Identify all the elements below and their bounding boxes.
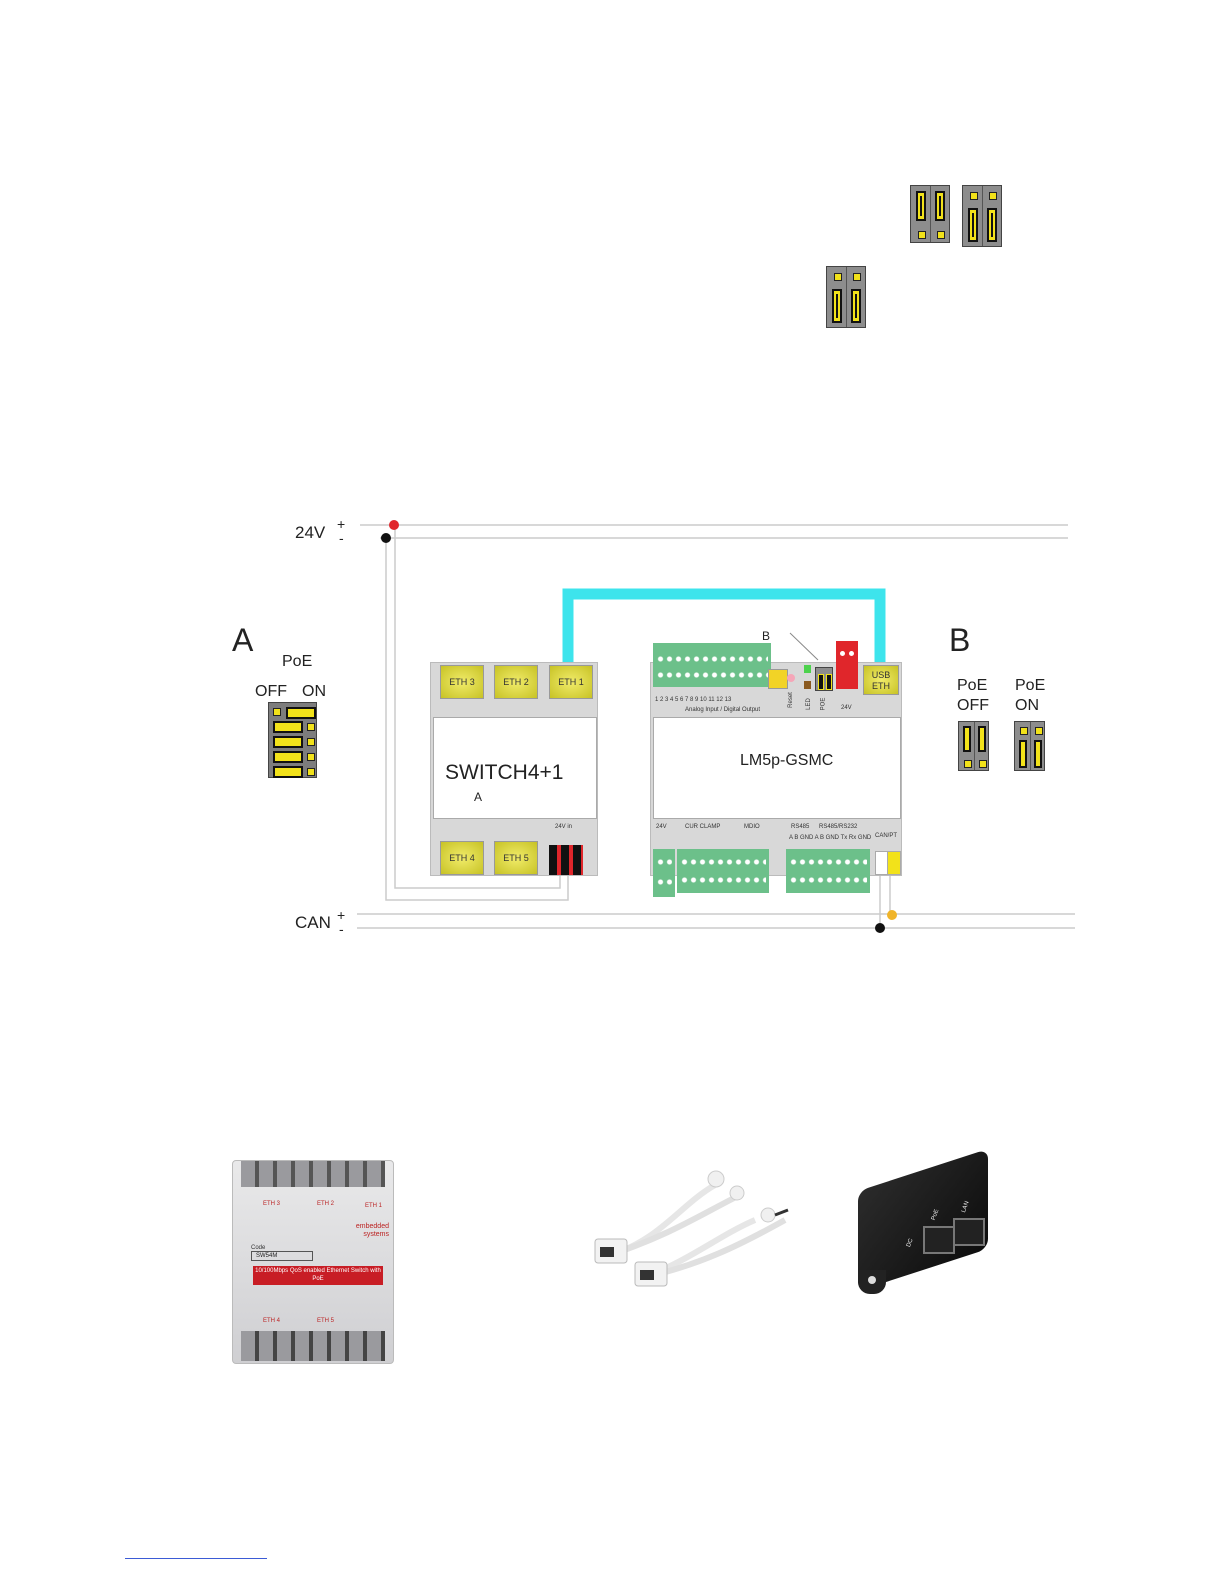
footnote-rule <box>125 1558 267 1559</box>
jumper-b-on <box>1014 721 1045 771</box>
can-label: CAN <box>295 913 331 932</box>
lm5p-device: 1 2 3 4 5 6 7 8 9 10 11 12 13 Analog Inp… <box>650 629 902 897</box>
power-plus: + <box>337 516 346 532</box>
jumper-b-off <box>958 721 989 771</box>
switch-power-terminal[interactable] <box>549 845 583 875</box>
led-green <box>804 665 811 673</box>
bottom-pin-labels: A B GND A B GND Tx Rx GND <box>789 835 872 841</box>
photo-code-label: Code <box>251 1245 266 1251</box>
can-minus: - <box>339 921 344 937</box>
rs485-label: RS485 <box>791 824 810 830</box>
switch-face <box>433 717 597 819</box>
bottom-terminal-24v[interactable] <box>653 849 675 897</box>
poe-jumper-b[interactable] <box>815 667 833 691</box>
reset-button[interactable] <box>768 669 788 689</box>
lm5p-face <box>653 717 901 819</box>
cur-clamp-label: CUR CLAMP <box>685 824 721 830</box>
poe-label: PoE <box>282 653 313 670</box>
power-minus: - <box>339 530 344 546</box>
photo-port-eth5: ETH 5 <box>317 1318 335 1324</box>
on-label: ON <box>302 683 326 700</box>
bottom-24v-label: 24V <box>656 824 667 830</box>
switch-port-eth2[interactable]: ETH 2 <box>494 665 538 699</box>
eth-label: ETH <box>872 681 890 691</box>
photo-code: SW54M <box>256 1253 278 1259</box>
poe-on-label: PoE ON <box>1015 677 1046 714</box>
dip-switch-block <box>268 702 317 778</box>
photo-code-box: SW54M <box>251 1251 313 1261</box>
mdio-label: MDIO <box>744 824 760 830</box>
poe-injector-photo: DC PoE LAN <box>848 1148 998 1300</box>
lm5p-callout-b: B <box>762 629 771 643</box>
switch-port-eth5[interactable]: ETH 5 <box>494 841 538 875</box>
dip-switch-3[interactable] <box>273 736 303 748</box>
power-24v-label: 24V <box>295 523 326 542</box>
photo-banner: 10/100Mbps QoS enabled Ethernet Switch w… <box>253 1266 383 1285</box>
poe-label-small: POE <box>820 697 827 711</box>
photo-port-eth2: ETH 2 <box>317 1201 335 1207</box>
switch-port-eth4[interactable]: ETH 4 <box>440 841 484 875</box>
section-a-heading: A <box>232 622 254 658</box>
reset-label: Reset <box>787 692 794 708</box>
bottom-terminal-io[interactable] <box>677 849 769 893</box>
bottom-terminal-rs485[interactable] <box>786 849 870 893</box>
photo-brand: embedded systems <box>355 1223 389 1238</box>
photo-port-eth1: ETH 1 <box>365 1203 383 1209</box>
photo-port-eth3: ETH 3 <box>263 1201 281 1207</box>
switch-name: SWITCH4+1 <box>445 761 564 784</box>
switch-callout-a: A <box>474 790 483 804</box>
io-numbers: 1 2 3 4 5 6 7 8 9 10 11 12 13 <box>655 697 732 703</box>
jumper-illustration-all <box>826 266 866 328</box>
poe-cable-photo <box>594 1170 789 1287</box>
rs485-232-label: RS485/RS232 <box>819 824 858 830</box>
led-label: LED <box>805 698 812 710</box>
photo-port-eth4: ETH 4 <box>263 1318 281 1324</box>
power-terminal-24v[interactable] <box>836 641 858 689</box>
section-b-heading: B <box>949 622 971 658</box>
off-label: OFF <box>255 683 287 700</box>
dip-switch-4[interactable] <box>273 751 303 763</box>
can-terminal-yellow[interactable] <box>887 851 901 875</box>
dip-switch-5[interactable] <box>273 766 303 778</box>
io-terminal-top[interactable] <box>653 643 771 687</box>
dip-switch-2[interactable] <box>273 721 303 733</box>
v24-label: 24V <box>841 705 852 711</box>
switch-product-photo: ETH 3 ETH 2 ETH 1 embedded systems Code … <box>232 1160 394 1364</box>
usb-eth-port[interactable]: USB ETH <box>863 665 899 695</box>
led-brown <box>804 681 811 689</box>
usb-label: USB <box>871 670 891 680</box>
jumper-illustration-off <box>910 185 950 243</box>
poe-off-label: PoE OFF <box>957 677 989 714</box>
io-caption: Analog Input / Digital Output <box>685 707 761 713</box>
lm5p-name: LM5p-GSMC <box>740 752 834 769</box>
switch-port-eth3[interactable]: ETH 3 <box>440 665 484 699</box>
jumper-illustration-on <box>962 185 1002 247</box>
can-pt-label: CAN/PT <box>875 833 898 839</box>
switch-device: ETH 3 ETH 2 ETH 1 SWITCH4+1 A 24V in ETH… <box>430 662 598 876</box>
switch-power-in-label: 24V in <box>555 824 573 830</box>
can-plus: + <box>337 907 346 923</box>
switch-port-eth1[interactable]: ETH 1 <box>549 665 593 699</box>
reset-indicator <box>787 674 795 682</box>
dip-switch-1[interactable] <box>286 707 316 719</box>
